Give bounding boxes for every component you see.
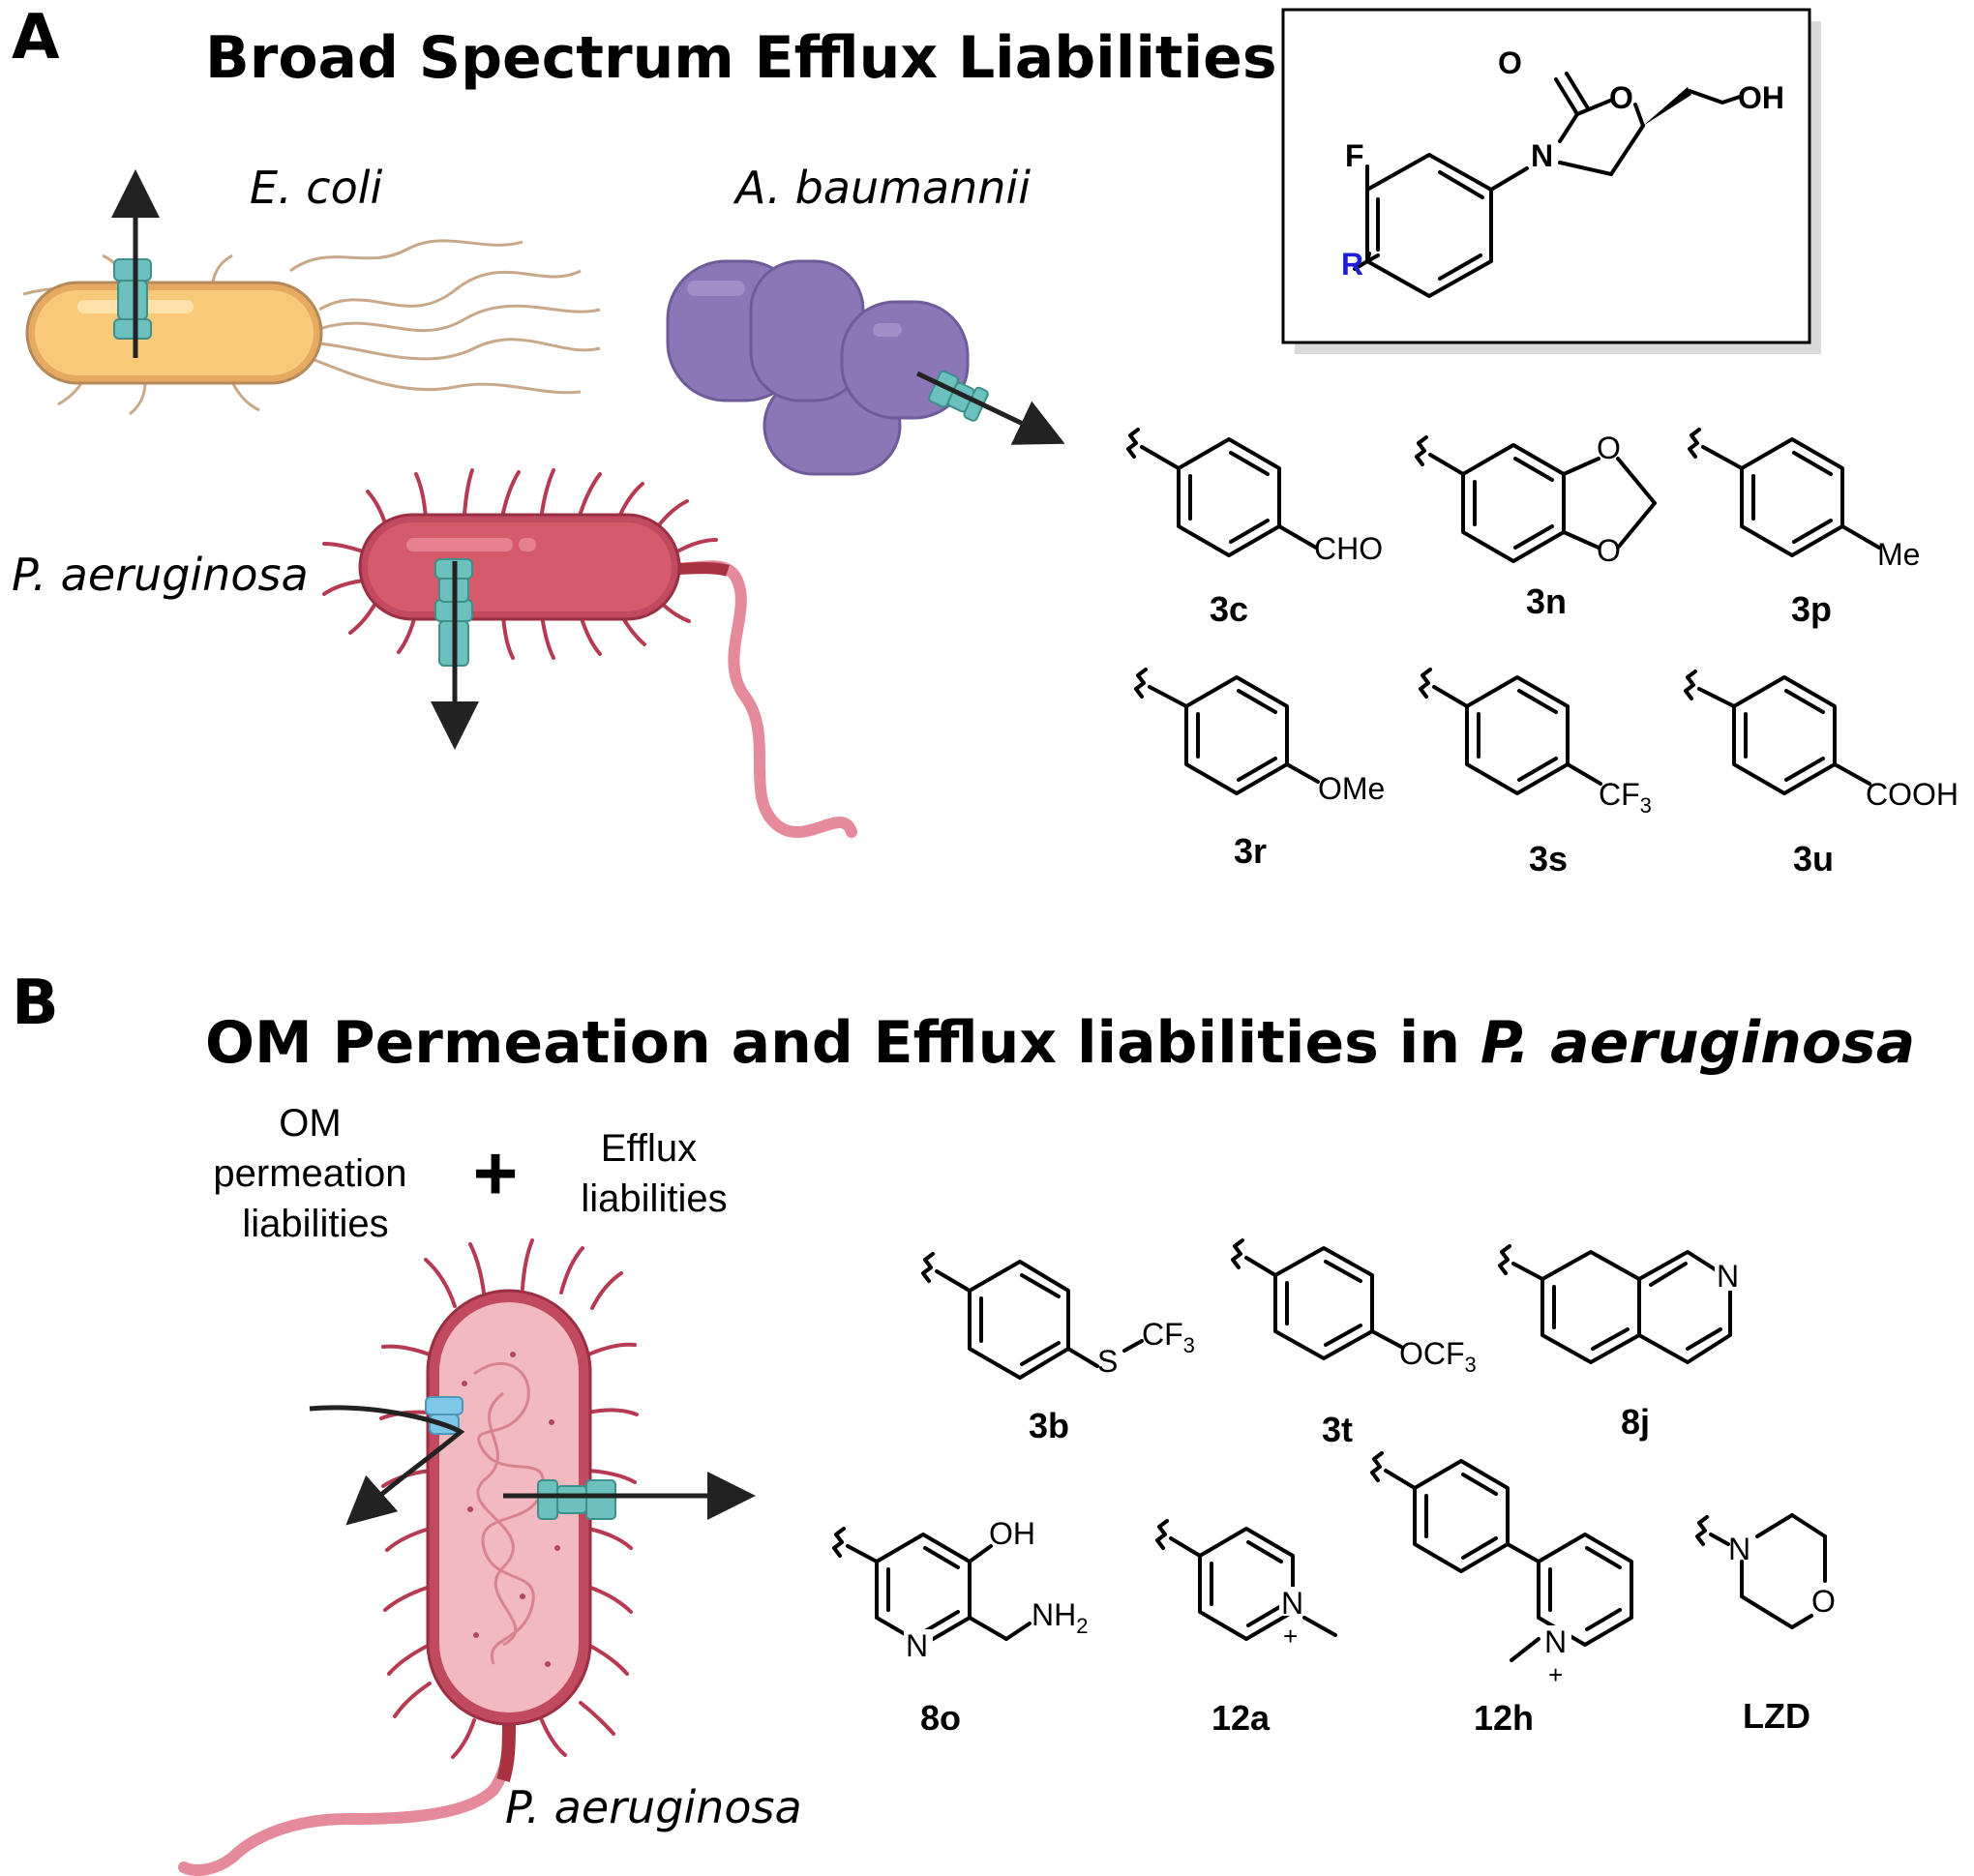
plus-sign: + (473, 1130, 519, 1216)
compound-3n-o-top: O (1597, 431, 1621, 465)
compound-3p-substituent: Me (1877, 537, 1920, 572)
compound-3c-id: 3c (1210, 589, 1248, 629)
compound-12h-charge: + (1548, 1660, 1563, 1689)
compound-lzd: N O LZD (1695, 1513, 1836, 1736)
compound-lzd-o: O (1811, 1584, 1836, 1619)
compound-3b: S CF3 3b (921, 1252, 1195, 1445)
compound-3b-id: 3b (1029, 1406, 1069, 1445)
core-atom-f: F (1345, 138, 1364, 173)
compound-8o-nh2: NH2 (1032, 1597, 1088, 1638)
panel-b-letter: B (12, 968, 59, 1039)
compound-3t-substituent: OCF3 (1399, 1336, 1477, 1377)
paeruginosa-b-efflux-pump (537, 1479, 616, 1520)
panel-b: B OM Permeation and Efflux liabilities i… (12, 968, 1915, 1876)
compound-12a-n: N (1281, 1586, 1303, 1621)
paeruginosa-cell-a: P. aeruginosa (12, 468, 857, 838)
compound-3n: O O 3n (1415, 431, 1657, 621)
panel-b-title: OM Permeation and Efflux liabilities in … (205, 1009, 1915, 1077)
compound-3b-cf3: CF3 (1142, 1317, 1195, 1357)
om-permeation-arrow (309, 1405, 465, 1526)
ecoli-cell: E. coli (22, 162, 601, 416)
compound-12h: N + 12h (1370, 1451, 1633, 1738)
compound-3s-substituent: CF3 (1599, 777, 1652, 818)
compound-12h-id: 12h (1474, 1698, 1534, 1738)
core-structure-box: O O N OH F R (1281, 8, 1821, 354)
compound-3b-s: S (1097, 1344, 1118, 1379)
compound-3c-substituent: CHO (1314, 531, 1383, 566)
abaumannii-label: A. baumannii (733, 162, 1031, 214)
compound-8j-n: N (1717, 1259, 1739, 1294)
compound-3p-id: 3p (1791, 589, 1832, 629)
ecoli-efflux-pump (113, 258, 152, 340)
compound-8o-oh: OH (989, 1516, 1035, 1551)
compound-12a-id: 12a (1211, 1698, 1271, 1738)
compound-8j: N 8j (1498, 1244, 1740, 1442)
compound-3r-id: 3r (1234, 831, 1267, 871)
compound-3u-id: 3u (1793, 839, 1834, 878)
compound-12a: N + 12a (1155, 1519, 1337, 1738)
abaumannii-cells: A. baumannii (666, 162, 1065, 476)
core-atom-o-carbonyl: O (1498, 45, 1522, 80)
compound-3p: Me 3p (1688, 428, 1920, 629)
compound-8o-id: 8o (920, 1698, 961, 1738)
abaumannii-efflux-arrow (915, 371, 1065, 445)
panel-a-letter: A (12, 2, 60, 74)
compound-3n-id: 3n (1526, 581, 1567, 621)
compound-3t: OCF3 3t (1231, 1238, 1477, 1449)
compound-3r-substituent: OMe (1318, 771, 1385, 806)
compound-3t-id: 3t (1322, 1410, 1353, 1449)
paeruginosa-cell-b: P. aeruginosa (178, 1238, 802, 1876)
om-permeation-label: OM permeation liabilities (213, 1102, 417, 1245)
core-atom-oh: OH (1738, 80, 1784, 115)
compound-lzd-n: N (1728, 1532, 1750, 1566)
efflux-liabilities-label: Efflux liabilities (581, 1127, 727, 1220)
paeruginosa-a-label: P. aeruginosa (12, 549, 309, 601)
compound-12h-n: N (1544, 1624, 1567, 1659)
compound-3r: OMe 3r (1134, 668, 1385, 871)
compound-3n-o-bottom: O (1597, 533, 1621, 568)
compound-3s: CF3 3s (1419, 668, 1652, 878)
abaumannii-efflux-pump (928, 370, 989, 422)
compound-3c: CHO 3c (1126, 428, 1383, 629)
core-atom-n-ring: N (1531, 138, 1553, 173)
compound-lzd-id: LZD (1743, 1696, 1810, 1736)
paeruginosa-b-label: P. aeruginosa (505, 1781, 802, 1833)
core-atom-o-ring: O (1609, 80, 1633, 115)
core-atom-r: R (1341, 247, 1363, 282)
ecoli-label: E. coli (250, 162, 383, 214)
compound-12a-charge: + (1283, 1622, 1298, 1651)
compound-8o-n: N (906, 1628, 928, 1663)
compound-3s-id: 3s (1529, 839, 1568, 878)
panel-a: A Broad Spectrum Efflux Liabilities (12, 2, 1959, 878)
compound-8o: N OH NH2 8o (832, 1516, 1088, 1738)
compound-8j-id: 8j (1621, 1402, 1650, 1442)
compound-3u: COOH 3u (1684, 670, 1959, 878)
panel-a-title: Broad Spectrum Efflux Liabilities (205, 24, 1277, 92)
compound-3u-substituent: COOH (1866, 777, 1959, 812)
